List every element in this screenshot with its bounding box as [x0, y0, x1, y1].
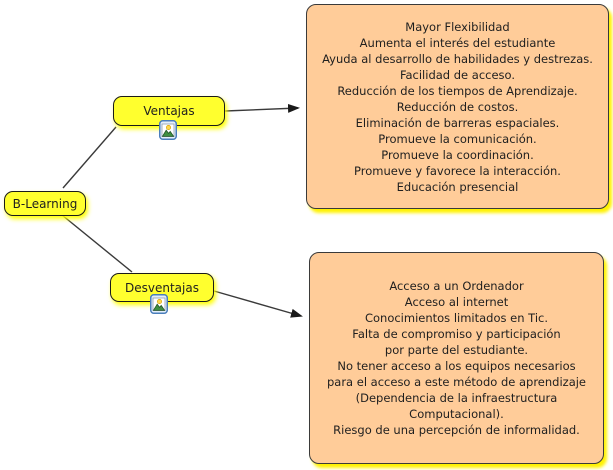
ventajas-detail-box[interactable]: Mayor Flexibilidad Aumenta el interés de… [306, 4, 609, 209]
desventajas-detail-box[interactable]: Acceso a un Ordenador Acceso al internet… [309, 252, 604, 464]
arrow-ventajas-to-list [224, 103, 300, 113]
desventajas-detail-text: Acceso a un Ordenador Acceso al internet… [326, 279, 587, 437]
connector-root-ventajas [62, 126, 117, 189]
node-b-learning-label: B-Learning [12, 196, 78, 211]
node-b-learning[interactable]: B-Learning [4, 191, 86, 216]
connector-root-desventajas [61, 214, 133, 273]
arrow-desventajas-to-list [213, 290, 303, 318]
ventajas-detail-text: Mayor Flexibilidad Aumenta el interés de… [322, 19, 593, 194]
image-resource-icon[interactable] [150, 294, 168, 314]
node-ventajas-label: Ventajas [143, 104, 195, 118]
image-resource-icon[interactable] [159, 120, 177, 140]
node-desventajas-label: Desventajas [125, 280, 199, 295]
